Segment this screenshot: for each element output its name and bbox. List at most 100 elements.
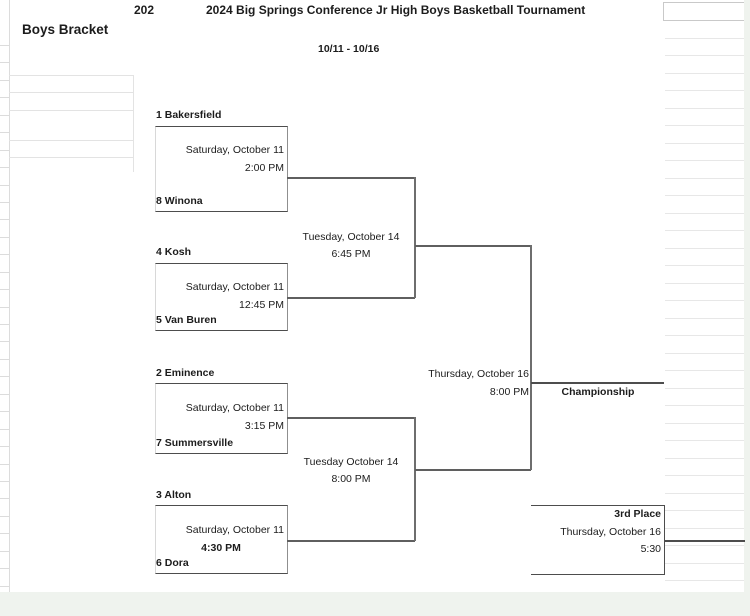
bottom-margin-band — [0, 592, 750, 616]
gridline — [0, 376, 9, 378]
gridline — [0, 341, 9, 343]
team-seed-5-van-buren: 5 Van Buren — [156, 314, 217, 326]
match-3-date: Saturday, October 11 — [185, 402, 284, 414]
gridline — [665, 212, 744, 214]
winner-line-match-4 — [287, 540, 415, 542]
gridline — [665, 300, 744, 301]
gridline — [9, 140, 133, 141]
gridline — [0, 45, 9, 46]
gridline — [0, 219, 9, 221]
gridline — [0, 167, 9, 169]
gridline — [0, 184, 9, 186]
gridline — [0, 324, 9, 326]
gridline — [133, 75, 134, 172]
gridline — [9, 75, 133, 76]
semifinal-1-time: 6:45 PM — [331, 248, 371, 260]
gridline — [9, 92, 133, 93]
gridline — [0, 132, 9, 134]
championship-date: Thursday, October 16 — [428, 368, 529, 380]
gridline — [665, 230, 744, 231]
gridline — [665, 282, 744, 284]
match-2-date: Saturday, October 11 — [185, 281, 284, 293]
gridline — [665, 510, 744, 511]
team-seed-6-dora: 6 Dora — [156, 557, 189, 569]
gridline — [0, 306, 9, 308]
gridline — [0, 79, 9, 81]
gridline — [665, 142, 744, 144]
gridline — [665, 160, 744, 161]
gridline — [0, 533, 9, 535]
match-box-4 — [155, 505, 288, 574]
tournament-date-range: 10/11 - 10/16 — [318, 43, 380, 55]
gridline — [0, 463, 9, 465]
semifinal-2-bracket-line — [414, 417, 416, 541]
gridline — [665, 492, 744, 494]
semifinal-1-date: Tuesday, October 14 — [302, 231, 400, 243]
gridline — [665, 317, 744, 319]
top-right-cell — [663, 2, 747, 21]
gridline — [0, 62, 9, 64]
winner-line-match-2 — [287, 297, 415, 299]
gridline — [0, 358, 9, 360]
winner-line-semifinal-1 — [415, 245, 531, 247]
gridline — [665, 125, 744, 126]
gridline — [665, 545, 744, 546]
team-seed-3-alton: 3 Alton — [156, 489, 192, 501]
gridline — [665, 72, 744, 74]
gridline — [665, 352, 744, 354]
third-place-date: Thursday, October 16 — [560, 526, 661, 538]
cell-value-202: 202 — [134, 3, 155, 17]
gridline — [0, 97, 9, 99]
team-seed-8-winona: 8 Winona — [156, 195, 203, 207]
championship-time: 8:00 PM — [489, 386, 529, 398]
gridline — [665, 335, 744, 336]
team-seed-1-bakersfield: 1 Bakersfield — [156, 109, 222, 121]
match-box-1 — [155, 126, 288, 212]
gridline — [665, 90, 744, 91]
gridline — [665, 422, 744, 424]
gridline — [665, 55, 744, 56]
semifinal-2-time: 8:00 PM — [331, 473, 371, 485]
match-1-date: Saturday, October 11 — [185, 144, 284, 156]
team-seed-7-summersville: 7 Summersville — [156, 437, 234, 449]
gridline — [9, 110, 133, 111]
gridline — [0, 411, 9, 413]
gridline — [665, 457, 744, 459]
match-4-date: Saturday, October 11 — [185, 524, 284, 536]
gridline — [0, 114, 9, 116]
gridline — [665, 405, 744, 406]
third-place-box — [531, 505, 665, 575]
semifinal-2-date: Tuesday October 14 — [303, 456, 399, 468]
team-seed-2-eminence: 2 Eminence — [156, 367, 215, 379]
gridline — [0, 515, 9, 517]
match-2-time: 12:45 PM — [239, 299, 284, 311]
championship-line — [531, 382, 664, 384]
match-3-time: 3:15 PM — [244, 420, 284, 432]
gridline — [665, 265, 744, 266]
third-place-time: 5:30 — [640, 543, 661, 555]
gridline — [9, 157, 133, 158]
winner-line-match-3 — [287, 417, 415, 419]
third-place-label: 3rd Place — [614, 508, 661, 520]
final-bracket-line — [530, 245, 532, 470]
semifinal-1-bracket-line — [414, 177, 416, 298]
gridline — [665, 37, 744, 39]
gridline — [0, 289, 9, 291]
gridline — [0, 201, 9, 203]
team-seed-4-kosh: 4 Kosh — [156, 246, 192, 258]
gridline — [0, 446, 9, 448]
gridline — [9, 0, 10, 592]
gridline — [0, 585, 9, 587]
gridline — [665, 247, 744, 249]
third-place-winner-line — [664, 540, 745, 542]
page-title: 2024 Big Springs Conference Jr High Boys… — [206, 3, 586, 17]
gridline — [665, 527, 744, 529]
gridline — [0, 271, 9, 273]
gridline — [665, 562, 744, 564]
gridline — [665, 177, 744, 179]
gridline — [0, 236, 9, 238]
gridline — [665, 370, 744, 371]
match-1-time: 2:00 PM — [244, 162, 284, 174]
gridline — [0, 498, 9, 500]
